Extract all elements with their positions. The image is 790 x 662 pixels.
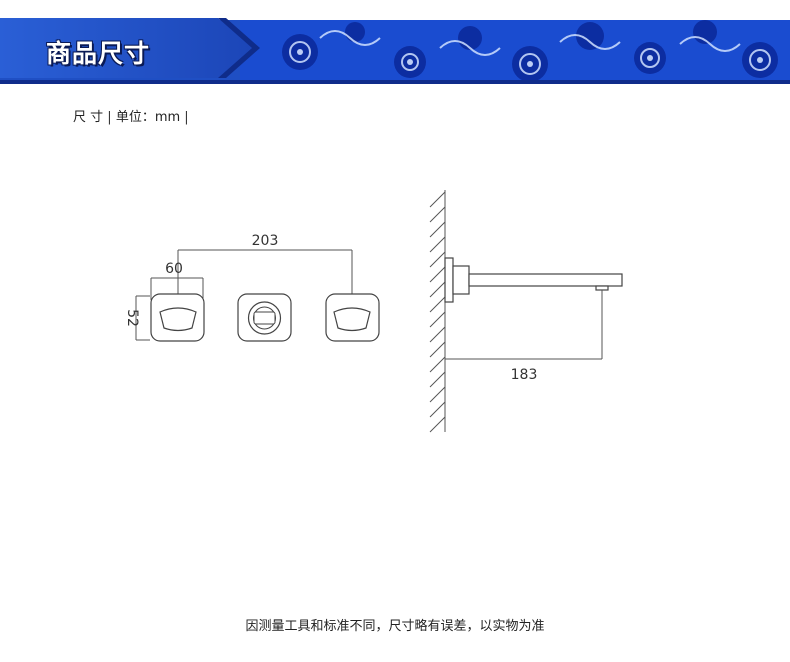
header-banner: 商品尺寸 [0,18,790,84]
left-handle [150,293,205,342]
handle-height-label: 52 [124,309,140,327]
measurement-note: 因测量工具和标准不同，尺寸略有误差，以实物为准 [245,619,545,634]
separator: | [107,110,112,125]
unit-line: 尺 寸 | 单位：mm | [73,106,189,125]
handle-width-label: 60 [165,261,183,277]
banner-graphic [0,18,790,84]
spout-projection-label: 183 [511,367,538,383]
spout-side-view [444,257,623,303]
center-spacing-label: 203 [252,233,279,249]
end-separator: | [184,110,189,125]
section-title: 商品尺寸 [46,39,151,68]
right-handle [325,293,380,342]
middle-control [237,293,292,342]
unit-label: 单位：mm [115,110,181,125]
size-label: 尺 寸 [73,110,104,125]
wall [429,190,446,433]
